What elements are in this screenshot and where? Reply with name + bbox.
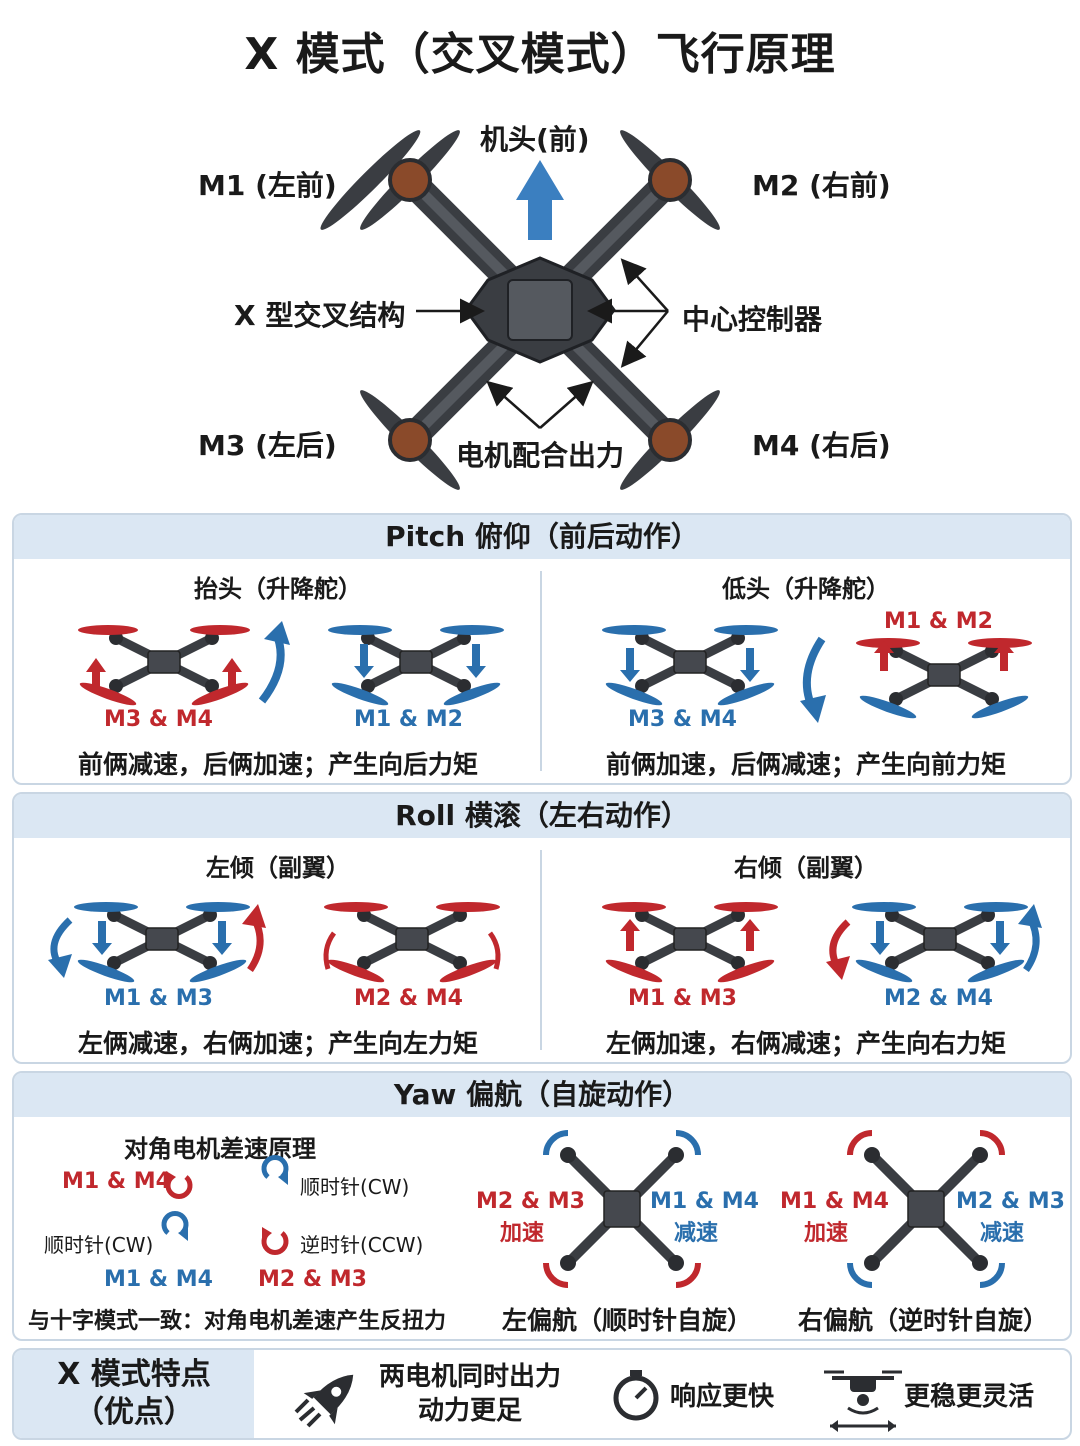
pitch-drones (78, 621, 1032, 723)
feature-response: 响应更快 (670, 1382, 775, 1412)
right-yaw-b-tag: M2 & M3 (956, 1189, 1065, 1214)
ccw-icon (261, 1227, 289, 1255)
left-yaw-b-act: 减速 (674, 1221, 719, 1246)
features-header-line1: X 模式特点 (57, 1357, 211, 1392)
roll-left-blue-tag: M1 & M3 (104, 986, 213, 1011)
pitch-up-red-tag: M3 & M4 (104, 707, 213, 732)
roll-left-title: 左倾（副翼） (206, 854, 350, 882)
roll-drones (48, 902, 1042, 983)
pitch-down-red-tag: M1 & M2 (884, 609, 993, 634)
legend-cw: 顺时针(CW) (300, 1175, 410, 1199)
features-header-line2: （优点） (74, 1395, 194, 1430)
yaw-note: 与十字模式一致：对角电机差速产生反扭力 (28, 1309, 447, 1334)
cw-icon (161, 1211, 189, 1241)
main-drone-diagram (320, 130, 720, 490)
roll-left-red-tag: M2 & M4 (354, 986, 463, 1011)
stopwatch-icon (613, 1370, 659, 1421)
m2-label: M2 (右前) (752, 169, 891, 202)
divider (540, 850, 542, 1050)
page-title: X 模式（交叉模式）飞行原理 (244, 29, 836, 80)
legend-m14: M1 & M4 (62, 1169, 171, 1194)
m3-label: M3 (左后) (198, 429, 337, 462)
propeller-m2 (620, 130, 720, 230)
feature-power-line1: 两电机同时出力 (378, 1362, 561, 1392)
left-yaw-a-tag: M2 & M3 (476, 1189, 585, 1214)
pointer-arrows (416, 258, 669, 429)
features-header: X 模式特点 （优点） (14, 1350, 254, 1438)
legend-cw-2: 顺时针(CW) (44, 1233, 154, 1257)
rocket-icon (303, 1374, 354, 1425)
legend-ccw: 逆时针(CCW) (300, 1233, 424, 1257)
m4-label: M4 (右后) (752, 429, 891, 462)
roll-panel: Roll 横滚（左右动作） 左倾（副翼） 右倾（副翼） (12, 792, 1072, 1064)
propeller-m3 (360, 390, 460, 490)
left-yaw-b-tag: M1 & M4 (650, 1189, 759, 1214)
center-controller (464, 256, 616, 364)
propeller-m1 (320, 130, 460, 230)
drone-icon (824, 1370, 902, 1432)
pitch-panel: Pitch 俯仰（前后动作） 抬头（升降舵） 低头（升降舵） (12, 513, 1072, 785)
right-yaw-a-act: 加速 (804, 1221, 849, 1246)
legend-m14-b: M1 & M4 (104, 1267, 213, 1292)
yaw-graphics (161, 1130, 1005, 1288)
features-bar: X 模式特点 （优点） 两电机同时出力 动力更足 响应更快 (12, 1348, 1072, 1440)
pitch-up-caption: 前俩减速，后俩加速；产生向后力矩 (77, 750, 478, 779)
legend-m23: M2 & M3 (258, 1267, 367, 1292)
pitch-down-title: 低头（升降舵） (722, 575, 890, 603)
roll-right-title: 右倾（副翼） (734, 854, 878, 882)
motors-label: 电机配合出力 (456, 439, 625, 472)
right-yaw-a-tag: M1 & M4 (780, 1189, 889, 1214)
roll-left-caption: 左俩减速，右俩加速；产生向左力矩 (77, 1029, 478, 1058)
feature-power: 两电机同时出力 动力更足 (370, 1360, 570, 1428)
right-yaw-caption: 右偏航（逆时针自旋） (797, 1306, 1048, 1335)
divider (540, 571, 542, 771)
right-yaw-b-act: 减速 (980, 1221, 1025, 1246)
pitch-up-title: 抬头（升降舵） (194, 575, 362, 603)
ccw-icon (165, 1171, 193, 1199)
frame-label: X 型交叉结构 (234, 299, 406, 332)
pitch-header: Pitch 俯仰（前后动作） (14, 515, 1070, 559)
feature-stability: 更稳更灵活 (904, 1382, 1035, 1412)
m1-label: M1 (左前) (198, 169, 337, 202)
cw-icon (261, 1155, 289, 1185)
roll-right-caption: 左俩加速，右俩减速；产生向右力矩 (605, 1029, 1006, 1058)
controller-label: 中心控制器 (682, 303, 823, 336)
left-yaw-a-act: 加速 (500, 1221, 545, 1246)
roll-right-red-tag: M1 & M3 (628, 986, 737, 1011)
yaw-header: Yaw 偏航（自旋动作） (14, 1073, 1070, 1117)
pitch-down-blue-tag: M3 & M4 (628, 707, 737, 732)
propeller-m4 (620, 390, 720, 490)
left-yaw-caption: 左偏航（顺时针自旋） (501, 1306, 752, 1335)
roll-right-blue-tag: M2 & M4 (884, 986, 993, 1011)
yaw-principle-title: 对角电机差速原理 (124, 1135, 316, 1163)
feature-power-line2: 动力更足 (417, 1396, 522, 1426)
pitch-up-blue-tag: M1 & M2 (354, 707, 463, 732)
pitch-down-caption: 前俩加速，后俩减速；产生向前力矩 (605, 750, 1006, 779)
roll-header: Roll 横滚（左右动作） (14, 794, 1070, 838)
nose-arrow-icon (516, 160, 564, 240)
nose-label: 机头(前) (480, 123, 590, 156)
yaw-panel: Yaw 偏航（自旋动作） 对角电机差速原理 (12, 1071, 1072, 1341)
